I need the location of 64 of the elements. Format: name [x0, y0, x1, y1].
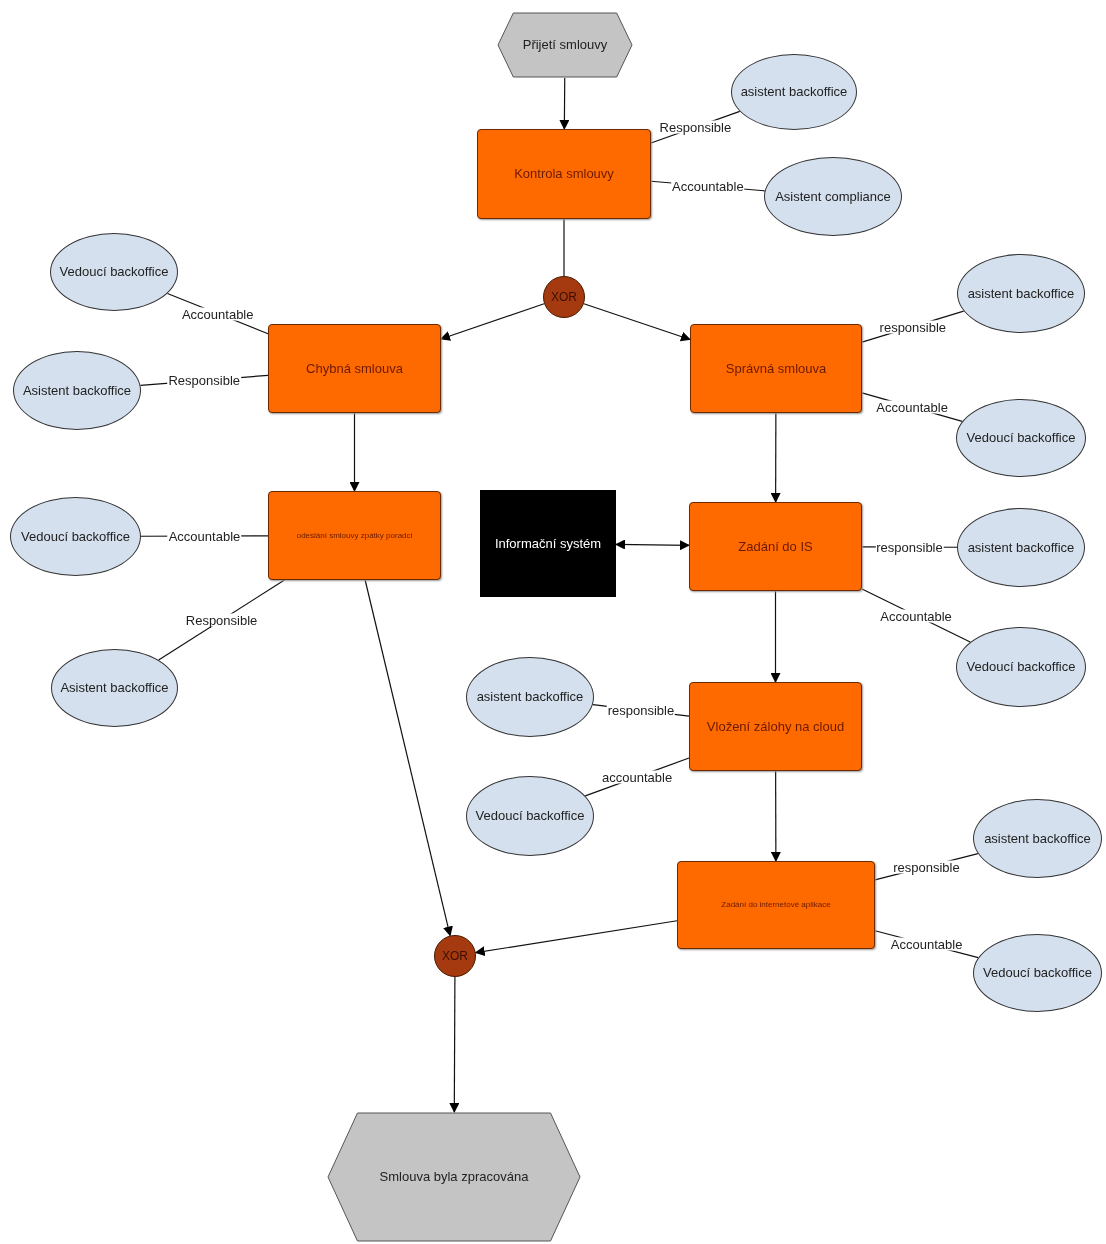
- node-label: Vložení zálohy na cloud: [706, 717, 845, 736]
- process-box: [689, 502, 862, 591]
- arrow: [770, 590, 781, 683]
- node-label: Vedoucí backoffice: [966, 658, 1076, 677]
- edge-label: Accountable: [889, 937, 964, 951]
- xor-gateway: [434, 935, 476, 977]
- arrow: [349, 412, 360, 492]
- node-label: Vedoucí backoffice: [983, 964, 1092, 983]
- edge-label: Accountable: [875, 400, 949, 414]
- event-hexagon: [327, 1112, 581, 1242]
- edge-label: responsible: [875, 540, 944, 554]
- arrow: [770, 412, 781, 503]
- node-label: Zadání do IS: [738, 537, 813, 556]
- node-label: Zadání do internetové aplikace: [721, 900, 831, 910]
- edge-label: responsible: [606, 703, 676, 717]
- edge-label: Accountable: [180, 307, 255, 321]
- edge-label: responsible: [892, 860, 961, 874]
- edge-label: Responsible: [184, 613, 259, 627]
- connector-line: [563, 218, 565, 277]
- process-box: [677, 861, 875, 949]
- edge-label: responsible: [878, 320, 948, 334]
- arrow: [364, 579, 453, 937]
- process-box: [268, 324, 441, 413]
- node-label: XOR: [442, 948, 468, 965]
- edge-label: Accountable: [671, 179, 745, 193]
- node-label: Vedoucí backoffice: [59, 263, 169, 282]
- arrow: [559, 77, 570, 130]
- system-box: [480, 490, 616, 597]
- node-label: Chybná smlouva: [306, 359, 403, 378]
- edge-label: Accountable: [167, 529, 242, 543]
- node-label: Správná smlouva: [725, 359, 827, 378]
- arrow: [440, 303, 545, 341]
- arrow: [449, 976, 460, 1113]
- node-label: asistent backoffice: [967, 538, 1075, 557]
- edge-label: Accountable: [879, 609, 953, 622]
- node-label: Vedoucí backoffice: [21, 527, 130, 546]
- process-box: [268, 491, 441, 580]
- process-box: [689, 682, 862, 771]
- node-label: Vedoucí backoffice: [966, 429, 1076, 448]
- node-label: XOR: [551, 289, 577, 306]
- process-box: [690, 324, 862, 413]
- node-label: asistent backoffice: [740, 83, 848, 102]
- edge-label: Responsible: [658, 120, 733, 134]
- process-box: [477, 129, 651, 219]
- node-label: Asistent backoffice: [60, 679, 169, 698]
- xor-gateway: [543, 276, 585, 318]
- node-label: Smlouva byla zpracována: [379, 1168, 529, 1187]
- node-label: odeslání smlouvy zpátky poradci: [296, 530, 413, 541]
- node-label: Kontrola smlouvy: [514, 165, 614, 184]
- event-hexagon: [497, 12, 633, 78]
- node-label: Přijetí smlouvy: [522, 36, 608, 55]
- node-label: Informační systém: [494, 534, 602, 553]
- node-label: Vedoucí backoffice: [475, 807, 585, 826]
- node-label: Asistent compliance: [775, 187, 891, 206]
- arrow: [474, 920, 678, 957]
- node-label: asistent backoffice: [476, 688, 584, 707]
- arrow: [615, 539, 690, 551]
- node-label: Asistent backoffice: [22, 381, 132, 400]
- arrow: [583, 303, 691, 342]
- edge-label: Responsible: [167, 373, 241, 387]
- arrow: [770, 770, 781, 862]
- node-label: asistent backoffice: [967, 284, 1075, 303]
- node-label: asistent backoffice: [984, 829, 1091, 848]
- edge-label: accountable: [601, 770, 674, 784]
